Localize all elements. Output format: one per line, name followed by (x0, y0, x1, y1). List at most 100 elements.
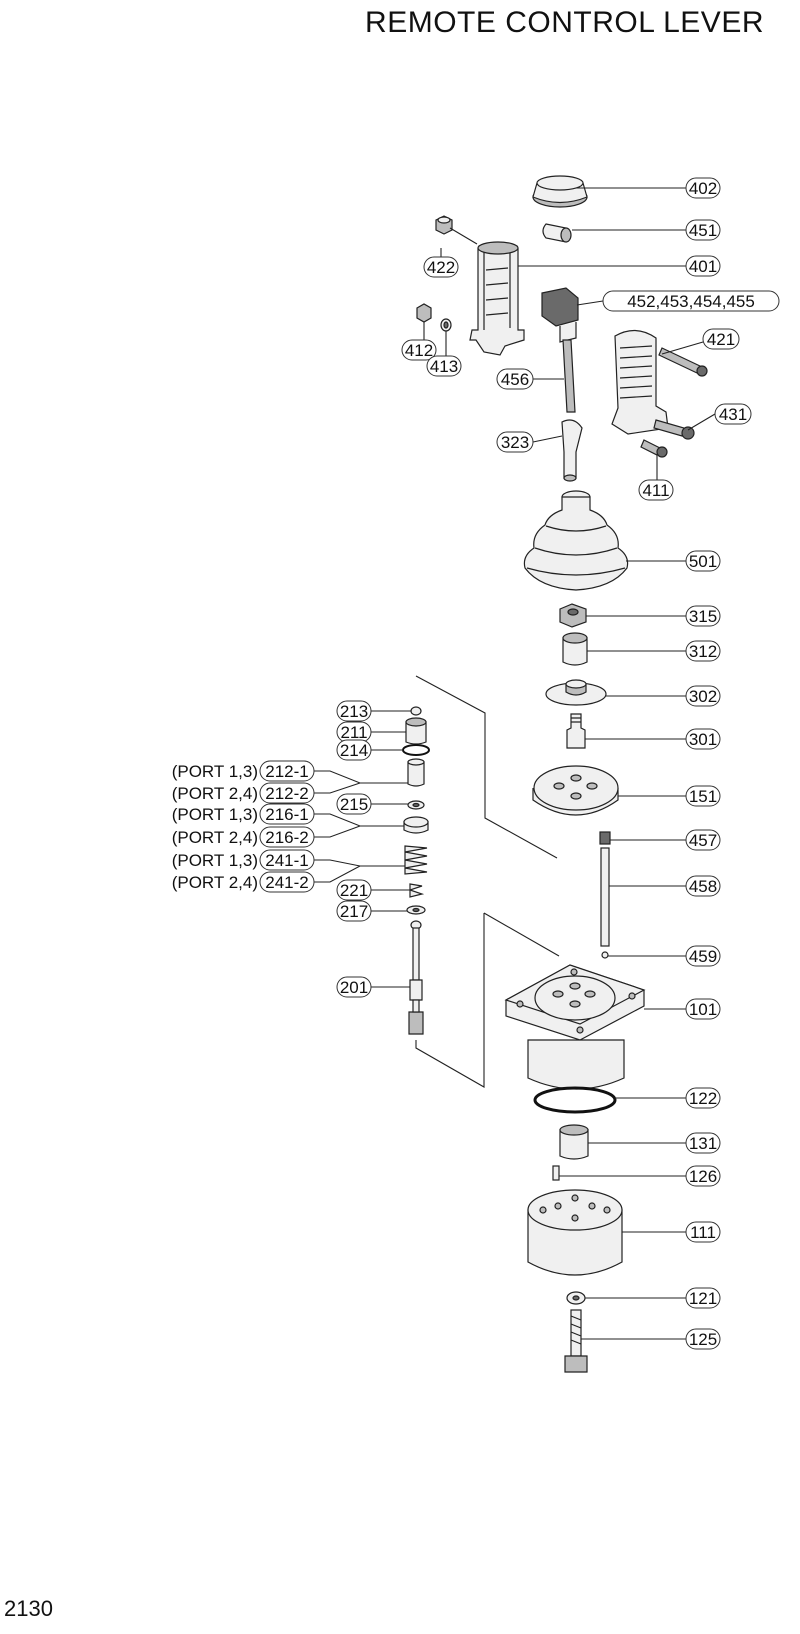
callout-215: 215 (336, 793, 372, 815)
callout-456: 456 (496, 368, 534, 390)
port-note-241-2: (PORT 2,4) (172, 873, 258, 892)
part-421-screw (658, 347, 708, 377)
svg-text:451: 451 (689, 221, 717, 240)
part-131-bushing (559, 1124, 589, 1160)
svg-text:216-2: 216-2 (265, 828, 308, 847)
part-315-nut (559, 603, 587, 628)
part-402-cap (532, 175, 588, 208)
callout-457: 457 (685, 829, 721, 851)
part-221-spring (408, 883, 425, 898)
page-number: 2130 (4, 1596, 53, 1621)
svg-text:131: 131 (689, 1134, 717, 1153)
svg-text:126: 126 (689, 1167, 717, 1186)
part-323-rod (561, 419, 583, 482)
svg-text:401: 401 (689, 257, 717, 276)
svg-text:111: 111 (690, 1223, 716, 1242)
callout-401: 401 (685, 255, 721, 277)
callout-323: 323 (496, 431, 534, 453)
callout-452-455: 452,453,454,455 (602, 290, 780, 312)
part-452-switch (541, 287, 579, 343)
svg-text:217: 217 (340, 902, 368, 921)
callout-216-2: 216-2 (259, 826, 315, 848)
part-411-screw (640, 439, 668, 458)
svg-text:212-1: 212-1 (265, 762, 308, 781)
callout-217: 217 (336, 900, 372, 922)
part-212-seal (407, 758, 425, 787)
part-215-washer (407, 800, 425, 810)
part-241-spring (404, 845, 428, 875)
svg-text:421: 421 (707, 330, 735, 349)
part-422-nut (435, 215, 453, 235)
part-501-boot (523, 490, 629, 591)
callout-402: 402 (685, 177, 721, 199)
callout-451: 451 (685, 219, 721, 241)
leader-lines (314, 187, 716, 1340)
svg-text:214: 214 (340, 741, 368, 760)
part-213-ball (410, 706, 422, 716)
port-note-241-1: (PORT 1,3) (172, 851, 258, 870)
svg-text:121: 121 (689, 1289, 717, 1308)
svg-text:201: 201 (340, 978, 368, 997)
part-413-washer (440, 318, 452, 332)
part-214-oring (402, 744, 430, 756)
svg-text:413: 413 (430, 357, 458, 376)
callout-241-1: 241-1 (259, 849, 315, 871)
part-302-disc (545, 679, 607, 706)
part-456-wire (562, 339, 576, 413)
svg-text:215: 215 (340, 795, 368, 814)
part-217-washer (406, 905, 426, 915)
svg-text:458: 458 (689, 877, 717, 896)
svg-text:241-2: 241-2 (265, 873, 308, 892)
svg-text:241-1: 241-1 (265, 851, 308, 870)
callout-501: 501 (685, 550, 721, 572)
part-451-plug (542, 223, 572, 243)
part-458-rod (600, 847, 610, 947)
callout-412: 412 (401, 339, 437, 361)
callout-431: 431 (714, 403, 752, 425)
svg-text:402: 402 (689, 179, 717, 198)
part-412-nut (416, 303, 432, 323)
svg-text:301: 301 (689, 730, 717, 749)
svg-text:221: 221 (340, 881, 368, 900)
callout-212-2: 212-2 (259, 782, 315, 804)
diagram-title: REMOTE CONTROL LEVER (365, 6, 764, 39)
svg-text:101: 101 (689, 1000, 717, 1019)
part-101-casing (504, 964, 646, 1090)
part-125-bolt (564, 1309, 588, 1373)
part-211-plug (405, 717, 427, 745)
callout-101: 101 (685, 998, 721, 1020)
callout-241-2: 241-2 (259, 871, 315, 893)
part-457-plug (599, 831, 611, 845)
callout-211: 211 (336, 721, 372, 743)
svg-text:125: 125 (689, 1330, 717, 1349)
svg-text:501: 501 (689, 552, 717, 571)
callout-131: 131 (685, 1132, 721, 1154)
svg-text:122: 122 (689, 1089, 717, 1108)
part-151-plate (532, 765, 619, 816)
svg-text:411: 411 (642, 481, 669, 500)
part-301-joint (566, 713, 586, 749)
callout-421: 421 (702, 328, 740, 350)
port-note-216-1: (PORT 1,3) (172, 805, 258, 824)
part-216-seat (403, 816, 429, 834)
callout-302: 302 (685, 685, 721, 707)
callout-413: 413 (426, 355, 462, 377)
port-note-212-1: (PORT 1,3) (172, 762, 258, 781)
callout-212-1: 212-1 (259, 760, 315, 782)
callout-221: 221 (336, 879, 372, 901)
svg-text:422: 422 (427, 258, 455, 277)
callout-312: 312 (685, 640, 721, 662)
svg-text:211: 211 (340, 723, 367, 742)
part-121-washer (566, 1291, 586, 1305)
part-126-pin (552, 1165, 560, 1181)
svg-text:459: 459 (689, 947, 717, 966)
svg-text:431: 431 (719, 405, 747, 424)
part-431-screw (653, 419, 695, 440)
callout-121: 121 (685, 1287, 721, 1309)
callout-216-1: 216-1 (259, 803, 315, 825)
part-201-spool (408, 920, 424, 1035)
callout-213: 213 (336, 700, 372, 722)
callout-201: 201 (336, 976, 372, 998)
svg-text:151: 151 (689, 787, 717, 806)
